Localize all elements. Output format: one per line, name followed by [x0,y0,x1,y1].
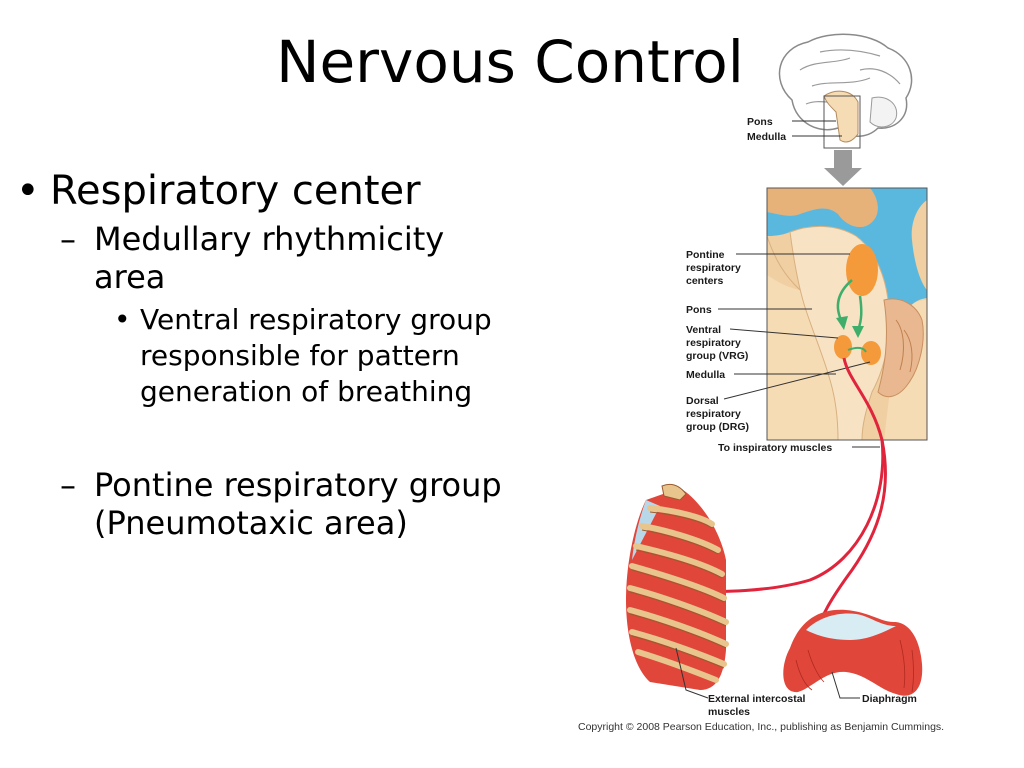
label-external-1: External intercostal [708,693,806,705]
drg-nucleus [861,341,881,365]
label-dorsal-2: respiratory [686,408,741,420]
diaphragm-illustration [783,609,923,696]
label-pontine-3: centers [686,275,724,287]
sub-bullet-text: Medullary rhythmicity area [94,220,445,296]
slide-title: Nervous Control [276,28,744,96]
label-ventral-2: respiratory [686,337,741,349]
label-dorsal-3: group (DRG) [686,421,749,433]
bullet-list: Respiratory center –Medullary rhythmicit… [14,168,514,542]
arrowhead-icon [836,316,848,330]
label-to-inspiratory: To inspiratory muscles [718,442,832,454]
label-dorsal-1: Dorsal [686,395,719,407]
leader-lines-muscles [675,647,860,699]
sub-bullet-text: Pontine respiratory group (Pneumotaxic a… [94,466,502,542]
bullet-respiratory-center: Respiratory center [14,168,514,214]
label-external-2: muscles [708,706,750,718]
brain-icon [778,33,913,149]
brainstem-enlarged [766,187,928,441]
sub-sub-bullet-vrg: • Ventral respiratory group responsible f… [14,302,500,410]
sub-bullet-medullary: –Medullary rhythmicity area [14,220,514,296]
down-arrow-icon [824,150,862,186]
rib-cage-illustration [626,483,729,690]
arrowhead-icon [852,326,864,338]
dash-marker: – [60,466,76,504]
label-pontine-1: Pontine [686,249,725,261]
sub-bullet-pontine: –Pontine respiratory group (Pneumotaxic … [14,466,514,542]
dot-marker: • [114,303,131,336]
label-medulla-top: Medulla [747,131,786,143]
pathway-green [847,346,867,353]
copyright-text: Copyright © 2008 Pearson Education, Inc.… [578,721,944,733]
pontine-center-nucleus [846,244,878,296]
bullet-text: Respiratory center [50,168,421,214]
label-pons: Pons [686,304,712,316]
label-pons-top: Pons [747,116,773,128]
label-ventral-1: Ventral [686,324,721,336]
vrg-nucleus [834,335,852,359]
label-medulla: Medulla [686,369,725,381]
dash-marker: – [60,220,76,258]
sub-sub-bullet-text: Ventral respiratory group responsible fo… [140,303,492,408]
label-diaphragm: Diaphragm [862,693,917,705]
label-pontine-2: respiratory [686,262,741,274]
label-ventral-3: group (VRG) [686,350,748,362]
